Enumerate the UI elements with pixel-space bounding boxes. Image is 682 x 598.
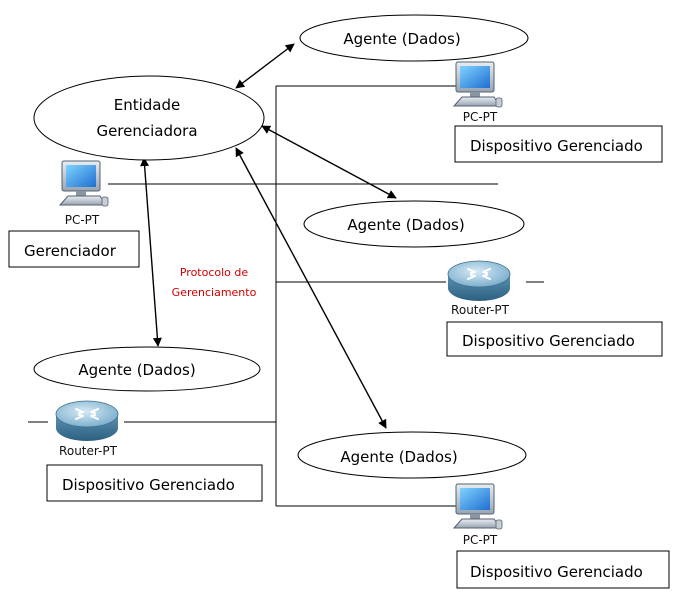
router-icon: [447, 260, 511, 302]
device-label: PC-PT: [463, 110, 498, 124]
manager-entity: Entidade Gerenciadora: [33, 75, 265, 161]
arrow-to-right-agent: [261, 125, 397, 199]
protocol-line2: Gerenciamento: [172, 286, 257, 299]
pc-icon: [453, 483, 503, 530]
agent-label: Agente (Dados): [340, 448, 457, 466]
router-icon: [55, 400, 119, 442]
managed-caption: Dispositivo Gerenciado: [470, 563, 643, 581]
arrow-to-bottom-agent: [235, 147, 387, 429]
protocol-label: Protocolo de Gerenciamento: [172, 266, 257, 299]
managed-caption: Dispositivo Gerenciado: [470, 137, 643, 155]
protocol-line1: Protocolo de: [180, 266, 249, 279]
agent-label: Agente (Dados): [347, 216, 464, 234]
managed-caption-box: [46, 464, 263, 502]
agent-ellipse: [297, 431, 527, 479]
managed-caption-box: [446, 321, 663, 357]
pc-icon: [453, 61, 503, 108]
manager-pc: PC-PT Gerenciador: [8, 160, 140, 268]
arrow-to-top-agent: [235, 43, 295, 89]
manager-caption: Gerenciador: [24, 242, 117, 260]
manager-caption-box: [8, 230, 140, 268]
managed-caption-box: [454, 125, 663, 163]
arrow-to-left-agent: [140, 157, 162, 347]
agent-top: Agente (Dados): [299, 14, 529, 62]
managed-caption-box: [456, 550, 670, 589]
manager-entity-ellipse: [33, 75, 265, 161]
agent-ellipse: [33, 346, 261, 392]
managed-caption: Dispositivo Gerenciado: [462, 332, 635, 350]
device-label: Router-PT: [451, 303, 510, 317]
managed-device-top-pc: PC-PT Dispositivo Gerenciado: [453, 61, 663, 163]
managed-device-middle-router: Router-PT Dispositivo Gerenciado: [446, 260, 663, 357]
managed-caption: Dispositivo Gerenciado: [62, 476, 235, 494]
managed-device-left-router: Router-PT Dispositivo Gerenciado: [46, 400, 263, 502]
agent-bottom: Agente (Dados): [297, 431, 527, 479]
device-label: PC-PT: [463, 533, 498, 547]
manager-entity-line1: Entidade: [114, 96, 181, 114]
agent-label: Agente (Dados): [343, 30, 460, 48]
agent-left: Agente (Dados): [33, 346, 261, 392]
agent-label: Agente (Dados): [78, 361, 195, 379]
agent-ellipse: [299, 14, 529, 62]
manager-pc-label: PC-PT: [65, 213, 100, 227]
manager-entity-line2: Gerenciadora: [96, 122, 197, 140]
protocol-arrows: [140, 43, 397, 429]
managed-device-bottom-pc: PC-PT Dispositivo Gerenciado: [453, 483, 670, 589]
agent-right: Agente (Dados): [303, 200, 525, 248]
agent-ellipse: [303, 200, 525, 248]
pc-icon: [59, 160, 109, 207]
device-label: Router-PT: [59, 444, 118, 458]
